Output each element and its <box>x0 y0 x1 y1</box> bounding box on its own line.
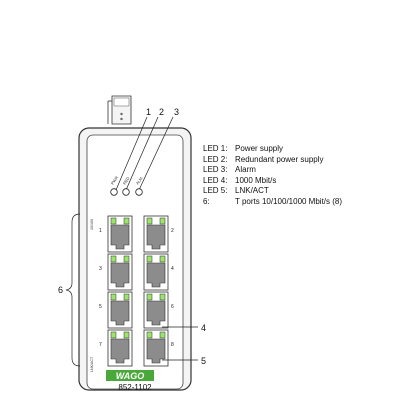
port-number: 4 <box>171 266 174 272</box>
port-led <box>110 255 117 263</box>
ethernet-ports <box>107 215 169 367</box>
callout-6: 6 <box>58 285 63 295</box>
legend-key: LED 5: <box>203 186 228 195</box>
legend-row: LED 5: LNK/ACT <box>203 186 342 197</box>
port-number-labels: 1 2 3 4 5 6 7 8 <box>99 228 174 348</box>
legend-value: Power supply <box>235 144 284 153</box>
model-number: 852-1102 <box>118 383 152 392</box>
ethernet-port[interactable] <box>143 253 169 291</box>
port-led <box>146 255 153 263</box>
port-led <box>123 331 130 339</box>
ethernet-port[interactable] <box>143 329 169 367</box>
legend-row: LED 2: Redundant power supply <box>203 155 342 166</box>
port-led <box>146 331 153 339</box>
legend-row: 6: T ports 10/100/1000 Mbit/s (8) <box>203 197 342 208</box>
port-led <box>146 217 153 225</box>
legend-key: LED 1: <box>203 144 228 153</box>
legend-key: LED 4: <box>203 175 228 185</box>
port-led <box>123 217 130 225</box>
legend-value: Redundant power supply <box>235 154 324 164</box>
callout-2: 2 <box>159 107 164 117</box>
wago-logo: WAGO <box>106 370 154 381</box>
callout-4: 4 <box>201 323 206 333</box>
port-led <box>159 217 166 225</box>
port-number: 6 <box>171 304 174 310</box>
led-label-red: RED <box>122 176 131 186</box>
callout-lines-right <box>162 326 198 361</box>
ethernet-port[interactable] <box>107 253 133 291</box>
legend-value: Alarm <box>235 165 256 174</box>
led-label-alm: ALM <box>135 176 144 186</box>
legend-row: LED 3: Alarm <box>203 165 342 176</box>
ethernet-port[interactable] <box>143 215 169 253</box>
port-number: 7 <box>99 342 102 348</box>
legend-key: LED 3: <box>203 165 228 174</box>
legend-row: LED 4: 1000 Mbit/s <box>203 176 342 187</box>
port-header-label: 10/100 <box>90 219 94 230</box>
legend-key: LED 2: <box>203 154 228 164</box>
callout-1: 1 <box>146 107 151 117</box>
port-number: 2 <box>171 228 174 234</box>
callout-3: 3 <box>174 107 179 117</box>
port-led <box>123 293 130 301</box>
status-leds: PWR RED ALM <box>110 175 144 196</box>
port-number: 3 <box>99 266 102 272</box>
port-number: 8 <box>171 342 174 348</box>
port-number: 1 <box>99 228 102 234</box>
led-red <box>122 188 130 196</box>
led-label-pwr: PWR <box>110 175 120 186</box>
port-led <box>159 293 166 301</box>
ethernet-port[interactable] <box>107 291 133 329</box>
callout-6-bracket <box>65 213 81 367</box>
port-led <box>123 255 130 263</box>
brand-text: WAGO <box>116 371 145 381</box>
port-led <box>159 255 166 263</box>
legend-key: 6: <box>203 196 210 206</box>
side-label-lnk-act: LNK/ACT <box>90 356 94 372</box>
callout-lines-top <box>115 116 174 191</box>
ethernet-port[interactable] <box>143 291 169 329</box>
ethernet-port[interactable] <box>107 215 133 253</box>
port-led <box>146 293 153 301</box>
din-rail-clip <box>107 95 132 125</box>
legend-row: LED 1: Power supply <box>203 144 342 155</box>
led-pwr <box>110 188 118 196</box>
ethernet-port[interactable] <box>107 329 133 367</box>
port-number: 5 <box>99 304 102 310</box>
legend-value: T ports 10/100/1000 Mbit/s (8) <box>235 196 343 206</box>
callout-5: 5 <box>201 356 206 366</box>
legend-value: 1000 Mbit/s <box>235 175 277 185</box>
legend-value: LNK/ACT <box>235 186 269 195</box>
led-alm <box>135 188 143 196</box>
device-housing <box>78 127 192 391</box>
port-led <box>110 293 117 301</box>
port-led <box>110 217 117 225</box>
port-led <box>110 331 117 339</box>
port-led <box>159 331 166 339</box>
